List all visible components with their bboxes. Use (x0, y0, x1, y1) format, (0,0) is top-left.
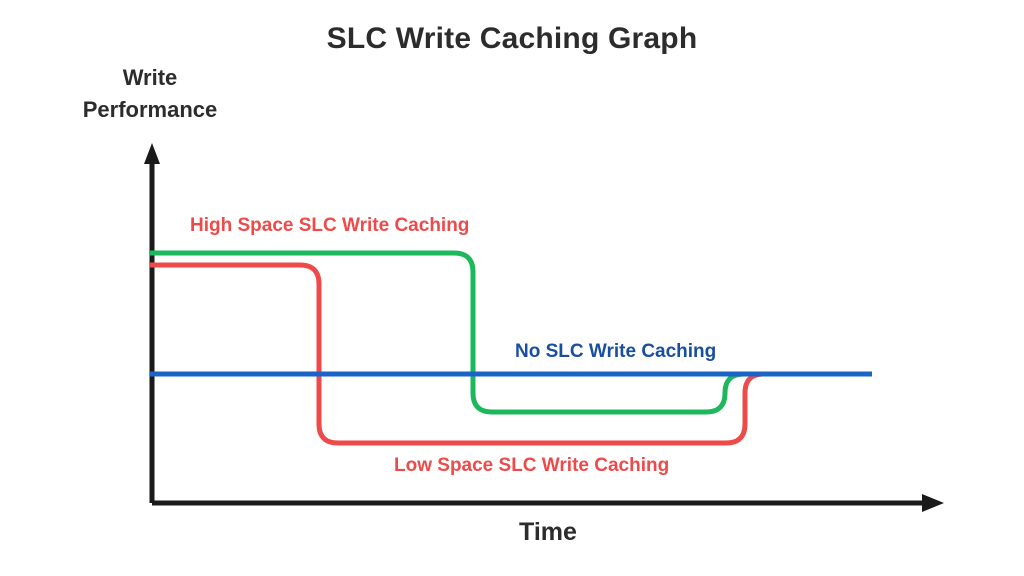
series-line-high-space-slc-write-caching (150, 250, 852, 415)
y-axis (144, 143, 160, 503)
series-line-low-space-slc-write-caching (150, 262, 868, 446)
chart-title: SLC Write Caching Graph (326, 22, 698, 55)
annotation-no-slc-write-caching: No SLC Write Caching (515, 341, 717, 362)
y-axis-label-line-2: Performance (82, 96, 218, 122)
annotation-high-space-slc-write-caching: High Space SLC Write Caching (190, 215, 470, 236)
x-axis-label: Time (519, 518, 577, 546)
x-axis (152, 494, 944, 512)
x-axis-arrowhead (922, 494, 944, 512)
annotation-low-space-slc-write-caching: Low Space SLC Write Caching (394, 455, 670, 476)
y-axis-arrowhead (144, 143, 160, 164)
y-axis-label: Write Performance (40, 62, 260, 126)
y-axis-label-line-1: Write (122, 65, 178, 90)
